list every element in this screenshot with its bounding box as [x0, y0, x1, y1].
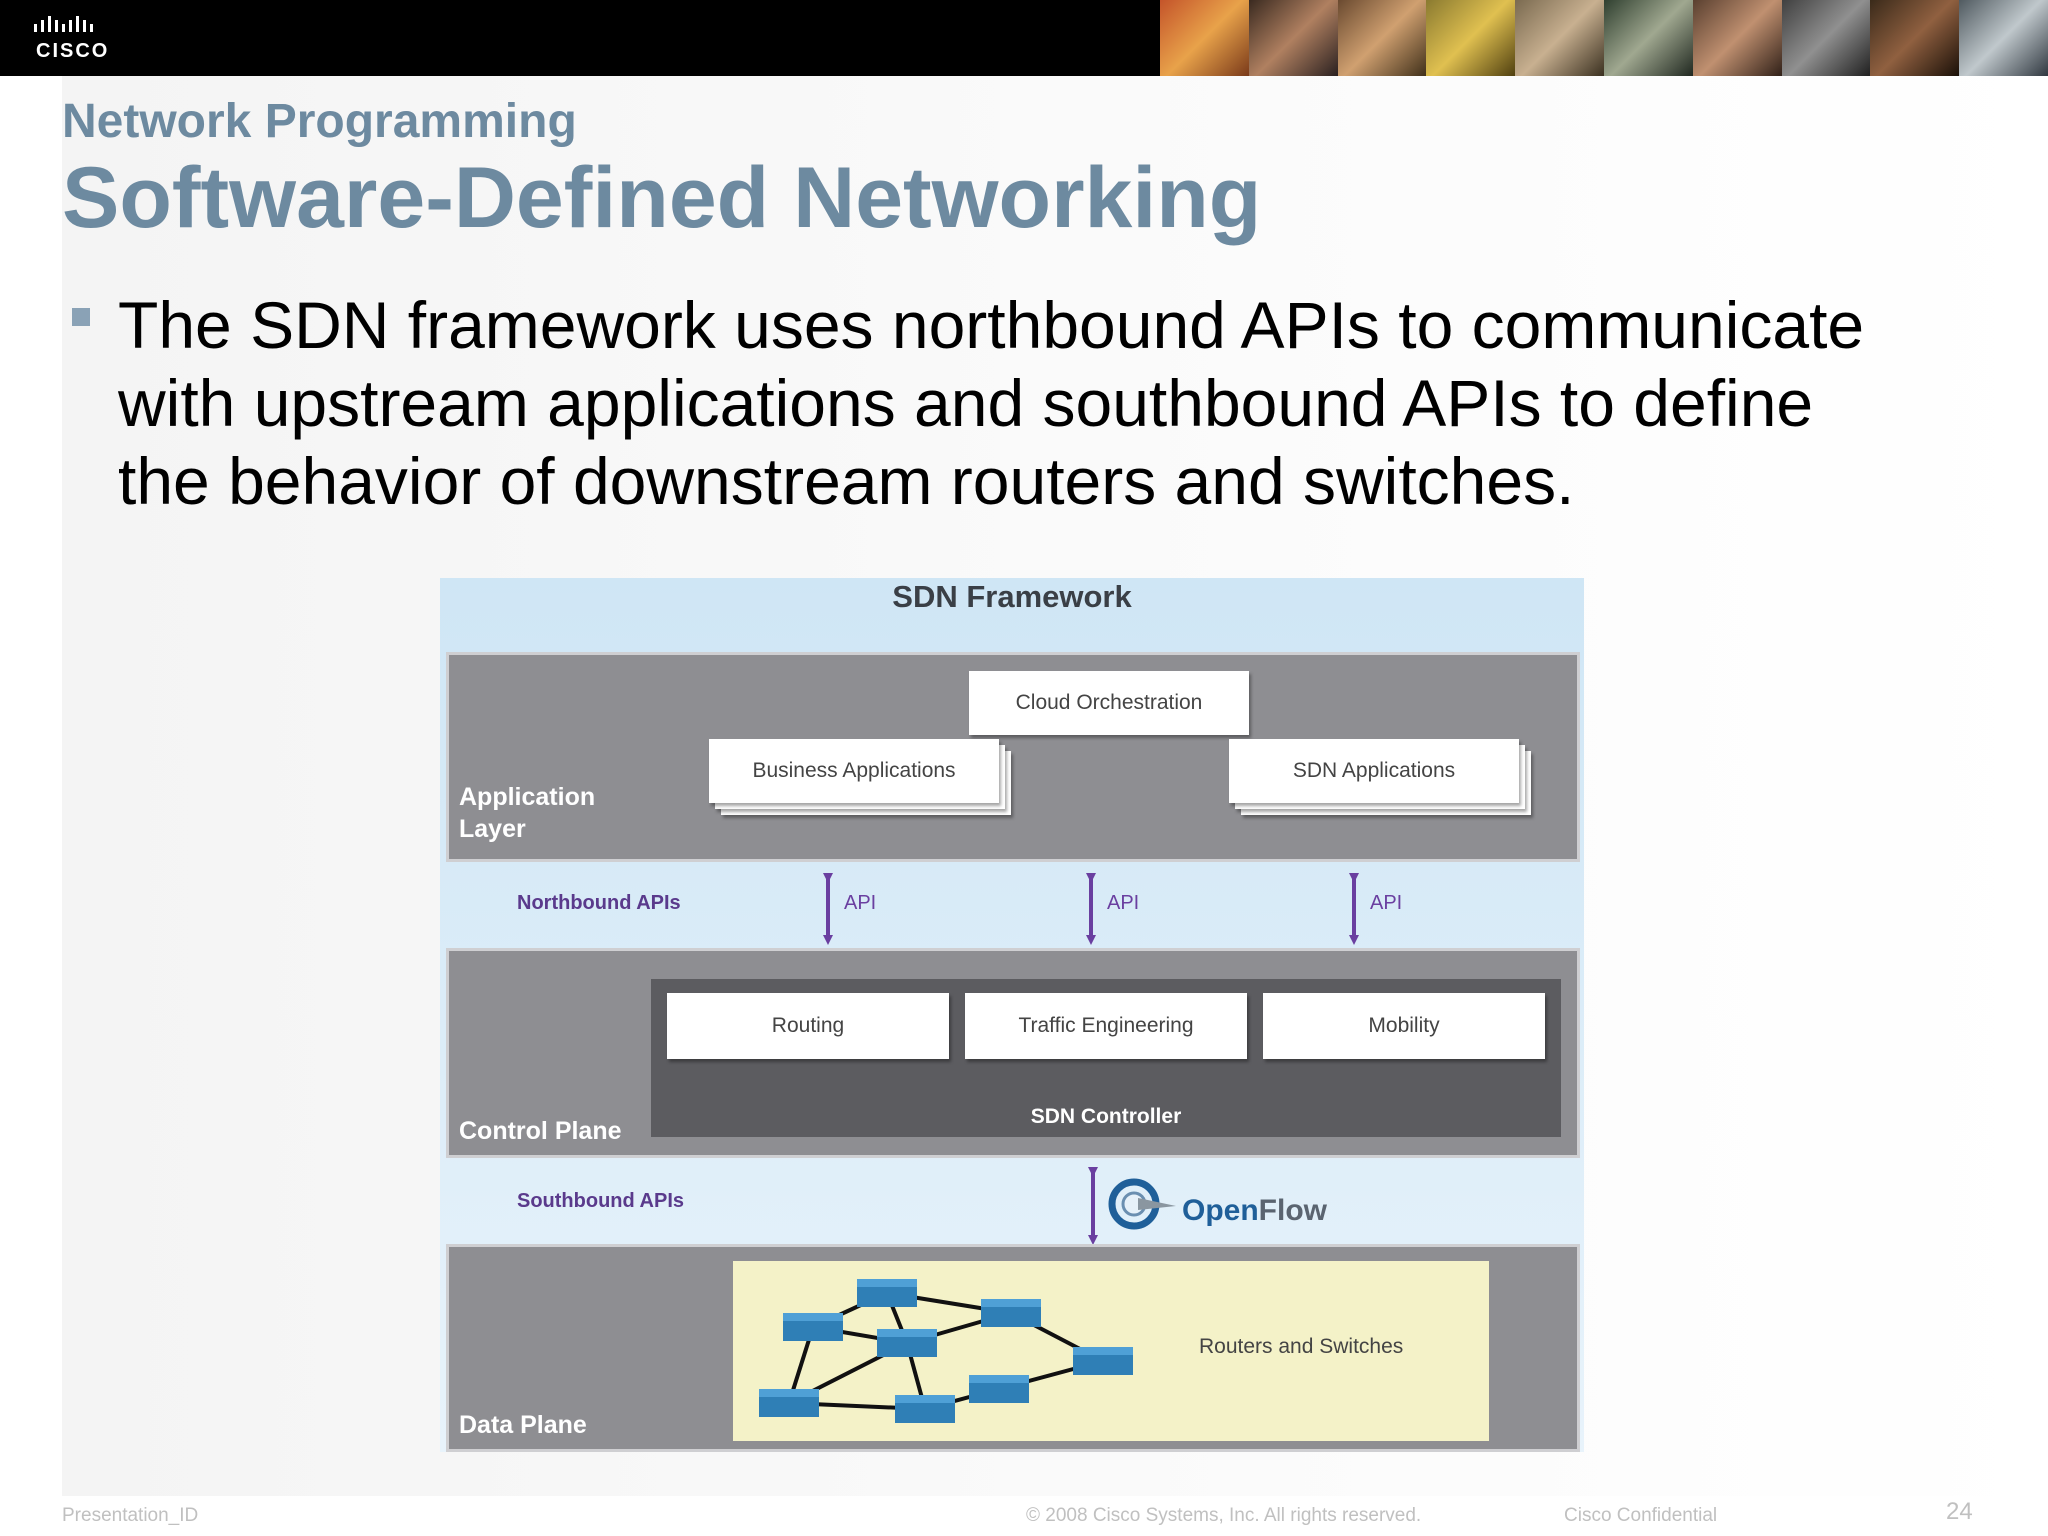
traffic-engineering-module: Traffic Engineering — [965, 993, 1247, 1059]
api-label-2: API — [1107, 892, 1140, 914]
openflow-open: Open — [1182, 1194, 1259, 1227]
sdn-controller-label: SDN Controller — [1030, 1105, 1182, 1128]
application-layer: Application Layer Cloud Orchestration Bu… — [446, 652, 1580, 862]
openflow-wordmark: OpenFlow — [1182, 1194, 1327, 1228]
slide-subtitle: Network Programming — [62, 95, 577, 148]
southbound-arrow — [1088, 1167, 1098, 1245]
bullet-text: The SDN framework uses northbound APIs t… — [118, 288, 1865, 518]
application-layer-label: Application Layer — [459, 781, 595, 845]
api-label-3: API — [1370, 892, 1403, 914]
bullet-square-icon — [72, 308, 90, 326]
control-plane-layer: Routing Traffic Engineering Mobility SDN… — [446, 948, 1580, 1158]
cisco-logo-icon — [34, 16, 93, 32]
control-plane-label: Control Plane — [459, 1117, 622, 1145]
switch-node-3 — [877, 1329, 937, 1357]
northbound-arrows — [823, 873, 1359, 945]
cisco-wordmark: CISCO — [36, 40, 110, 62]
switch-node-4 — [981, 1299, 1041, 1327]
routing-module: Routing — [667, 993, 949, 1059]
diagram-title: SDN Framework — [892, 579, 1132, 614]
switch-node-7 — [969, 1375, 1029, 1403]
switch-node-2 — [857, 1279, 917, 1307]
business-applications-box: Business Applications — [709, 739, 999, 803]
switch-node-5 — [759, 1389, 819, 1417]
sdn-framework-diagram: SDN Framework Application Layer Cloud Or… — [440, 578, 1584, 1452]
openflow-logo-icon — [1108, 1178, 1176, 1230]
header-bar: CISCO — [0, 0, 2048, 76]
routers-and-switches-panel: Routers and Switches — [733, 1261, 1489, 1441]
switch-node-8 — [1073, 1347, 1133, 1375]
application-layer-label-line2: Layer — [459, 815, 526, 843]
routers-and-switches-label: Routers and Switches — [1199, 1335, 1404, 1358]
data-plane-layer: Routers and Switches Data Plane — [446, 1244, 1580, 1452]
page-number: 24 — [1946, 1498, 1973, 1525]
network-topology — [759, 1279, 1133, 1423]
application-layer-label-line1: Application — [459, 783, 596, 811]
footer-copyright: © 2008 Cisco Systems, Inc. All rights re… — [1026, 1505, 1422, 1526]
northbound-apis-label: Northbound APIs — [517, 892, 681, 914]
openflow-flow: Flow — [1258, 1194, 1327, 1227]
cloud-orchestration-box: Cloud Orchestration — [969, 671, 1249, 735]
southbound-apis-label: Southbound APIs — [517, 1190, 685, 1212]
api-label-1: API — [844, 892, 877, 914]
sdn-controller: Routing Traffic Engineering Mobility SDN… — [651, 979, 1561, 1137]
slide-title: Software-Defined Networking — [62, 150, 1262, 246]
footer-presentation-id: Presentation_ID — [62, 1505, 199, 1526]
data-plane-label: Data Plane — [459, 1411, 587, 1439]
header-photo-strip — [1160, 0, 2048, 76]
sdn-applications-box: SDN Applications — [1229, 739, 1519, 803]
switch-node-6 — [895, 1395, 955, 1423]
footer-confidential: Cisco Confidential — [1564, 1505, 1718, 1526]
mobility-module: Mobility — [1263, 993, 1545, 1059]
switch-node-1 — [783, 1313, 843, 1341]
